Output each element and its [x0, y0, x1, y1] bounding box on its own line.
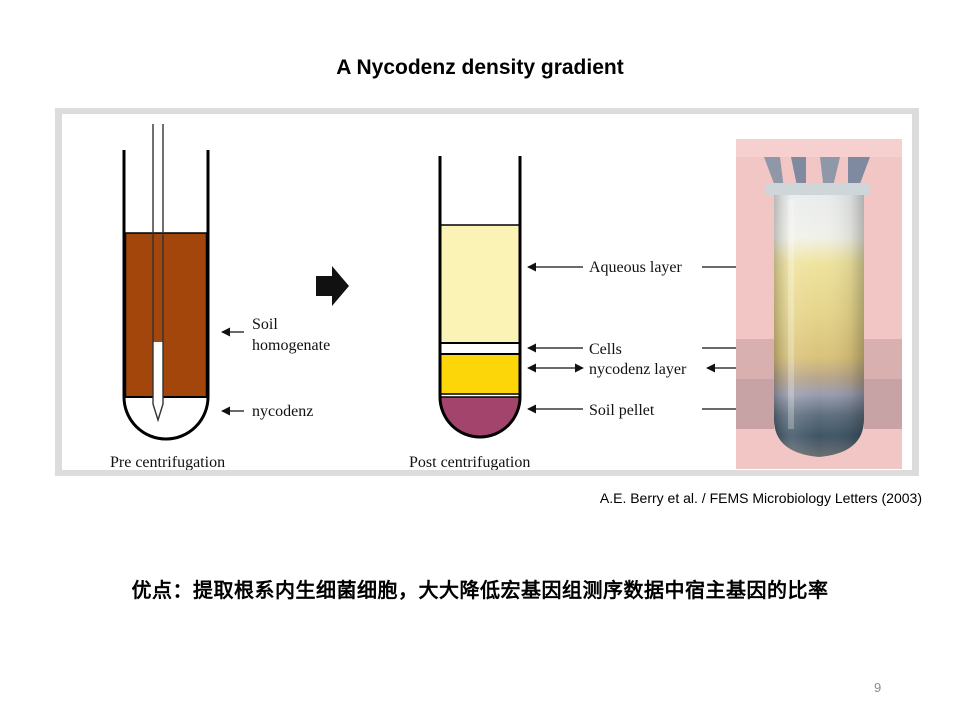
post-caption: Post centrifugation [409, 454, 530, 470]
figure-panel: Soil homogenate nycodenz Pre centrifugat… [62, 114, 912, 470]
label-cells: Cells [589, 341, 622, 358]
post-centrifugation-tube [438, 156, 522, 439]
label-homogenate: homogenate [252, 337, 330, 354]
label-soil-pellet: Soil pellet [589, 402, 655, 419]
pre-labels: Soil homogenate nycodenz Pre centrifugat… [110, 316, 330, 470]
photo-illustration [736, 139, 902, 469]
soil-homogenate-layer [124, 232, 208, 398]
label-nycodenz: nycodenz [252, 403, 313, 420]
post-labels: Aqueous layer Cells nycodenz layer Soil … [409, 259, 760, 470]
page-number: 9 [874, 680, 882, 695]
tube-photograph [736, 139, 902, 469]
slide-title: A Nycodenz density gradient [336, 56, 624, 79]
label-nycodenz-layer: nycodenz layer [589, 361, 687, 378]
pre-caption: Pre centrifugation [110, 454, 225, 470]
label-aqueous-layer: Aqueous layer [589, 259, 683, 276]
pre-centrifugation-tube [122, 124, 210, 441]
density-gradient-diagram: Soil homogenate nycodenz Pre centrifugat… [110, 124, 760, 470]
cells-band [441, 343, 519, 354]
soil-pellet [440, 397, 520, 437]
label-soil: Soil [252, 316, 278, 333]
figure-frame: Soil homogenate nycodenz Pre centrifugat… [55, 108, 919, 476]
advantage-statement: 优点：提取根系内生细菌细胞，大大降低宏基因组测序数据中宿主基因的比率 [131, 578, 829, 602]
nycodenz-layer [441, 354, 519, 394]
right-arrow-icon [316, 266, 349, 306]
aqueous-layer [441, 225, 519, 343]
citation: A.E. Berry et al. / FEMS Microbiology Le… [599, 490, 922, 506]
